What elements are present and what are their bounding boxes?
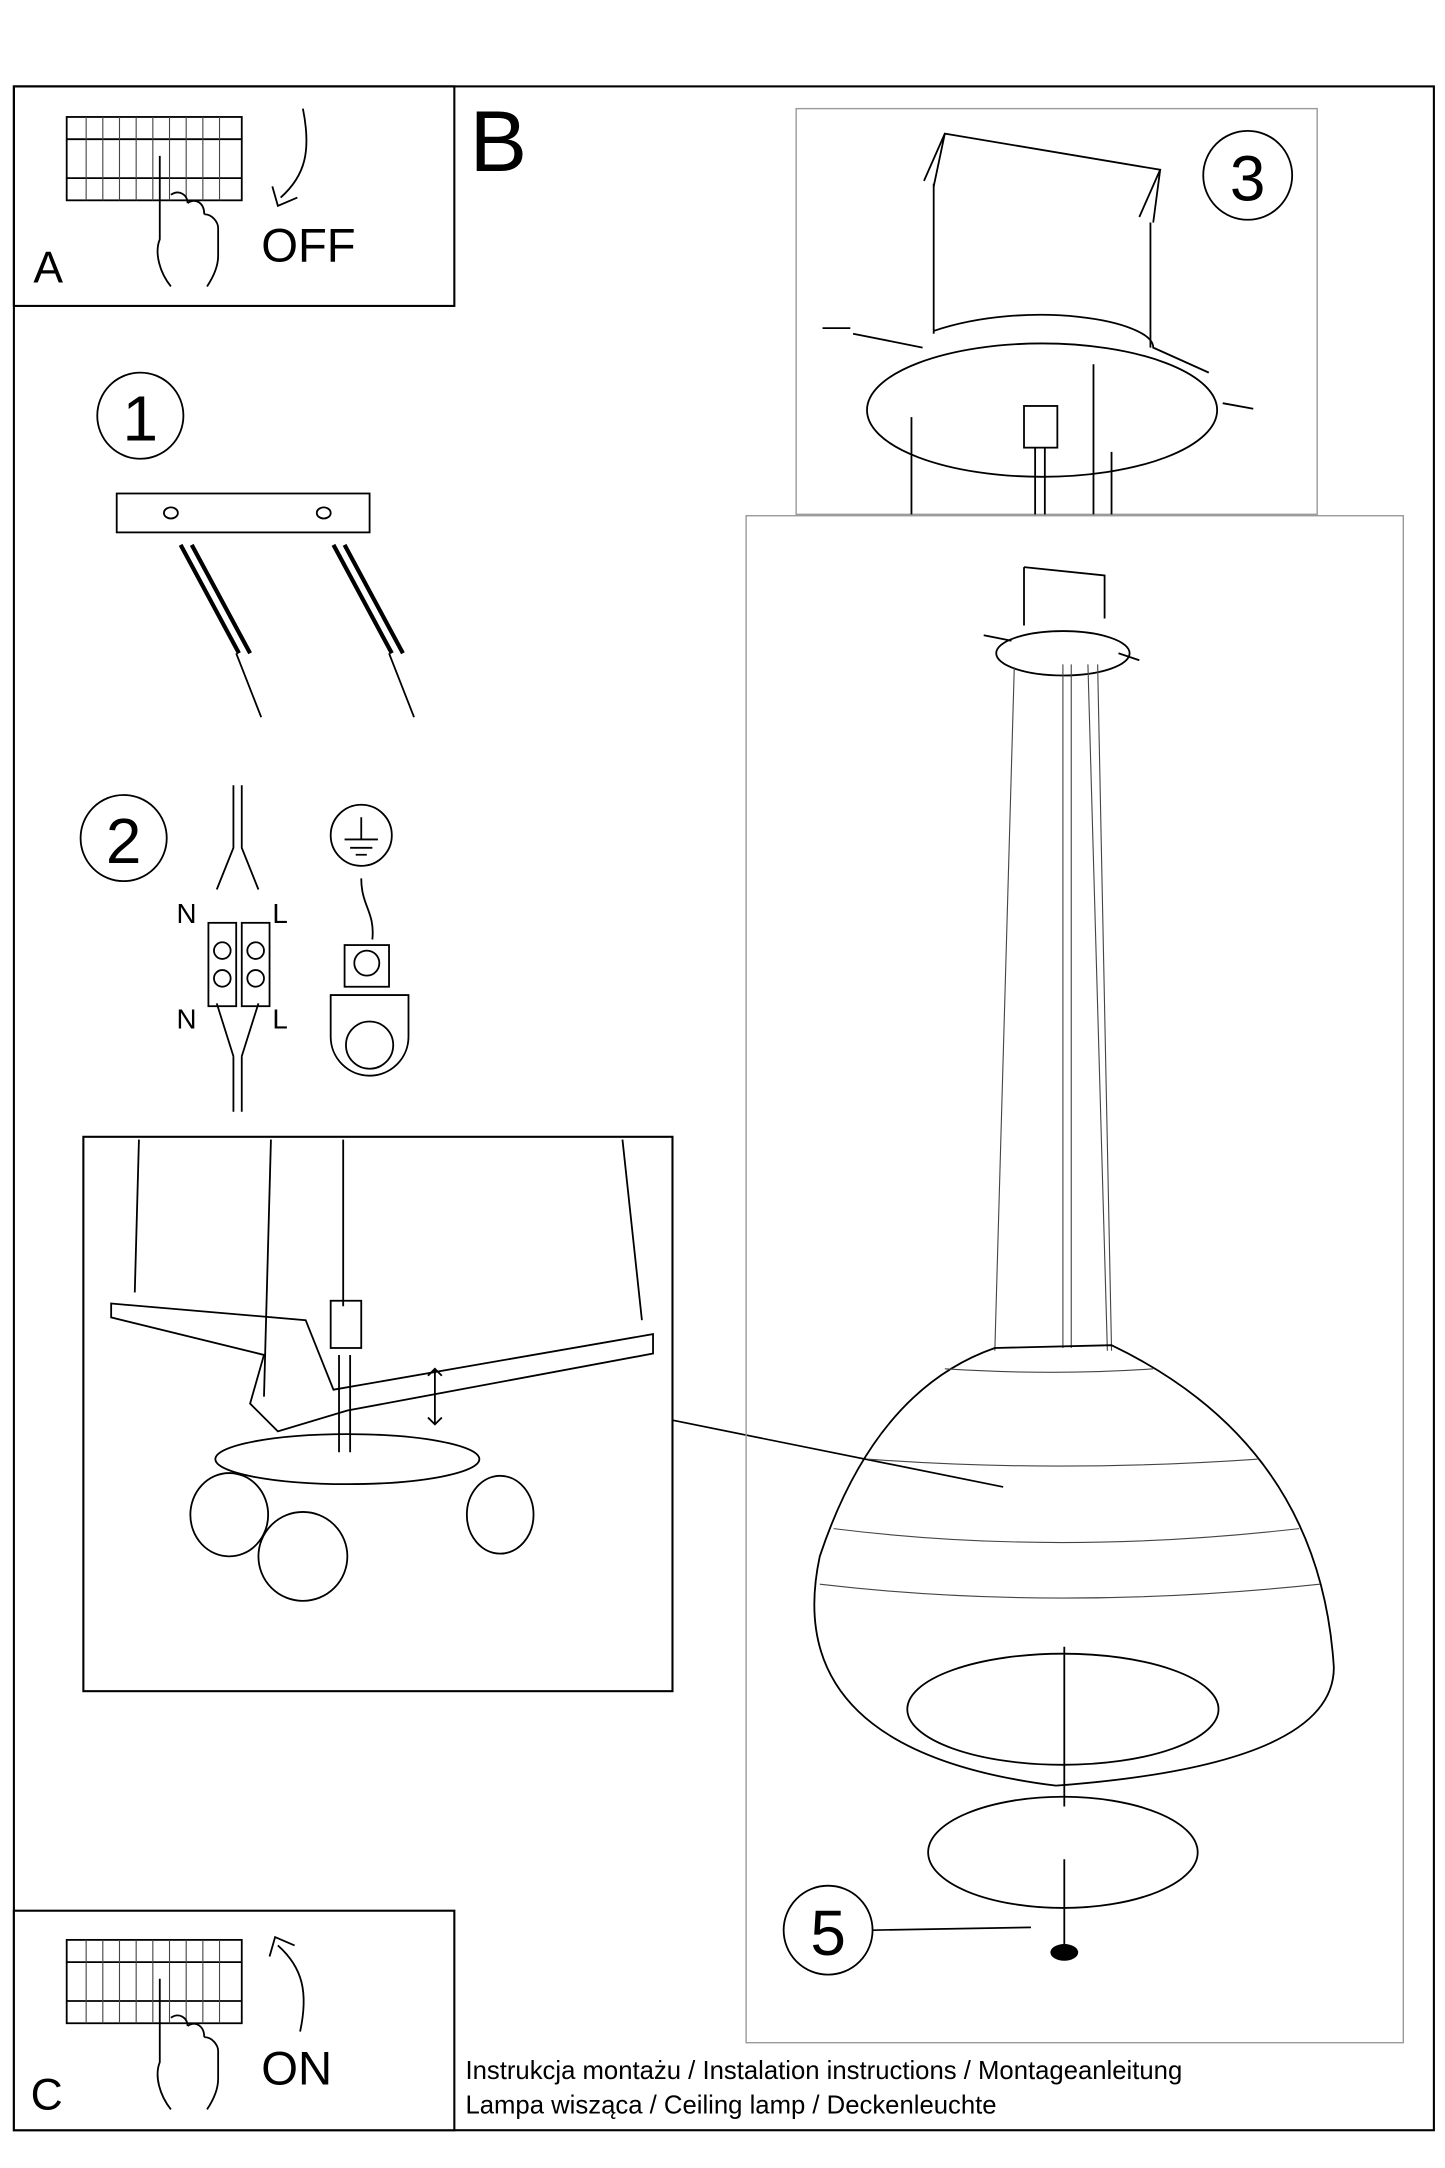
- lampshade: [813, 1344, 1335, 1787]
- svg-text:N: N: [176, 1003, 196, 1034]
- inset-socket-detail: [82, 1135, 1004, 1693]
- arrow-up-icon: [268, 1935, 305, 2032]
- step-c-letter: C: [31, 2070, 63, 2119]
- svg-text:L: L: [272, 898, 287, 929]
- step-b-letter: B: [470, 94, 527, 190]
- svg-text:5: 5: [810, 1897, 846, 1969]
- svg-text:L: L: [272, 1003, 287, 1034]
- circuit-breaker-icon: [65, 1938, 243, 2025]
- step-c-label: ON: [261, 2042, 332, 2095]
- svg-text:1: 1: [123, 383, 159, 455]
- step-c-power-on: ON C: [12, 1909, 456, 2132]
- footer-line-2: Lampa wisząca / Ceiling lamp / Deckenleu…: [465, 2092, 996, 2120]
- step-1-ceiling-anchors: 1: [96, 371, 415, 718]
- svg-text:N: N: [176, 898, 196, 929]
- circuit-breaker-icon: [65, 116, 243, 202]
- step-a-letter: A: [33, 243, 63, 292]
- hand-icon: [156, 155, 220, 288]
- ground-symbol-icon: [329, 803, 393, 867]
- lamp-assembly: 5: [745, 515, 1405, 2044]
- hand-icon: [156, 1978, 220, 2110]
- ground-terminal-icon: [329, 944, 410, 1077]
- step-2-wiring: 2 N L N L: [79, 785, 410, 1112]
- outer-frame: [12, 85, 1435, 2132]
- svg-text:3: 3: [1230, 142, 1266, 214]
- terminal-block-icon: [207, 921, 271, 1008]
- step-a-label: OFF: [261, 219, 355, 272]
- step-3-ceiling-mount: 3: [795, 107, 1318, 516]
- footer-line-1: Instrukcja montażu / Instalation instruc…: [465, 2057, 1182, 2085]
- arrow-down-icon: [271, 108, 308, 208]
- svg-text:2: 2: [106, 805, 142, 877]
- step-a-power-off: OFF A: [12, 85, 456, 307]
